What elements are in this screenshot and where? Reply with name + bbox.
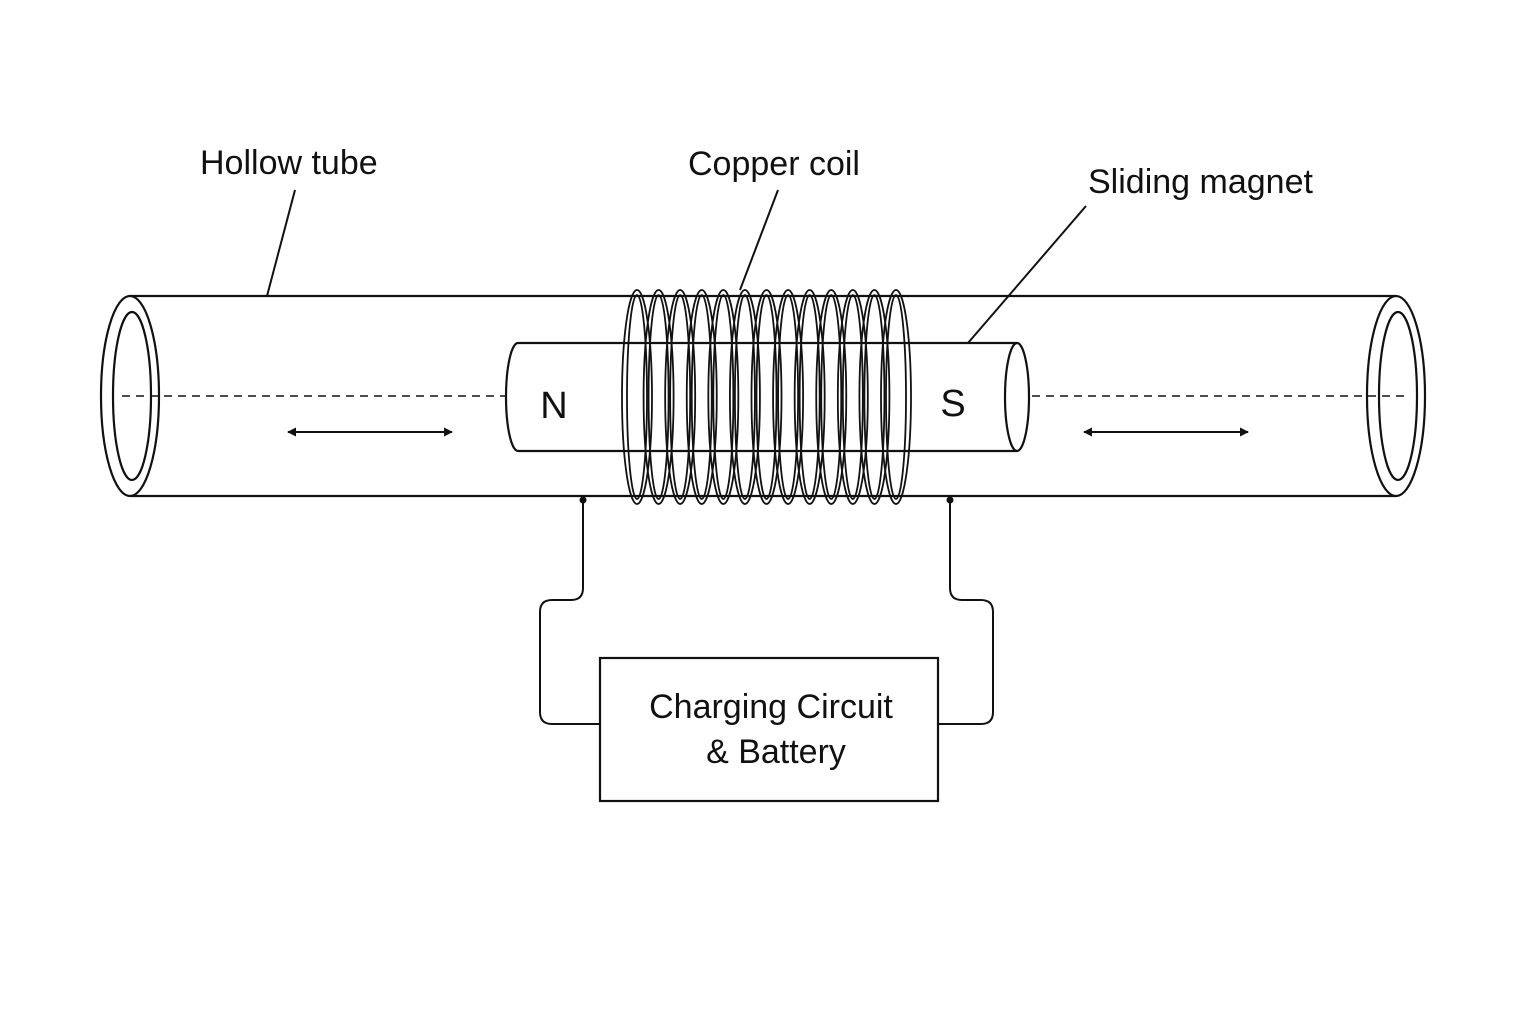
coil-turn bbox=[750, 289, 783, 505]
coil-turn bbox=[707, 289, 740, 505]
right-wire bbox=[938, 500, 994, 725]
charging-circuit-box bbox=[598, 656, 940, 803]
copper-coil-label: Copper coil bbox=[688, 145, 860, 183]
coil-turn bbox=[642, 289, 675, 505]
coil-turn bbox=[880, 289, 912, 505]
sliding-magnet bbox=[504, 341, 1031, 453]
coil-turn bbox=[664, 289, 697, 505]
hollow-tube-leader bbox=[266, 189, 296, 297]
coil-turn bbox=[772, 289, 804, 505]
left-wire bbox=[539, 500, 600, 725]
sliding-magnet-leader bbox=[967, 205, 1087, 344]
right-wire-terminal bbox=[946, 496, 954, 504]
charging-box-line1: Charging Circuit bbox=[649, 688, 893, 726]
copper-coil bbox=[621, 289, 912, 505]
magnet-right-end bbox=[1003, 341, 1018, 453]
hollow-tube-label: Hollow tube bbox=[200, 144, 378, 182]
circuit-wires bbox=[539, 500, 994, 725]
magnet-north-pole-label: N bbox=[540, 385, 567, 427]
coil-turn bbox=[685, 289, 718, 505]
coil-turn bbox=[729, 289, 761, 505]
sliding-magnet-label: Sliding magnet bbox=[1088, 163, 1313, 201]
coil-turn bbox=[836, 289, 869, 505]
copper-coil-leader bbox=[739, 189, 779, 291]
tube-right-end-inner bbox=[1377, 310, 1419, 482]
charging-box-line2: & Battery bbox=[706, 733, 846, 771]
magnet-south-pole-label: S bbox=[940, 383, 965, 425]
coil-turn bbox=[621, 289, 653, 505]
left-wire-terminal bbox=[579, 496, 587, 504]
coil-turn bbox=[793, 289, 826, 505]
coil-turn bbox=[815, 289, 848, 505]
coil-turn bbox=[858, 289, 891, 505]
